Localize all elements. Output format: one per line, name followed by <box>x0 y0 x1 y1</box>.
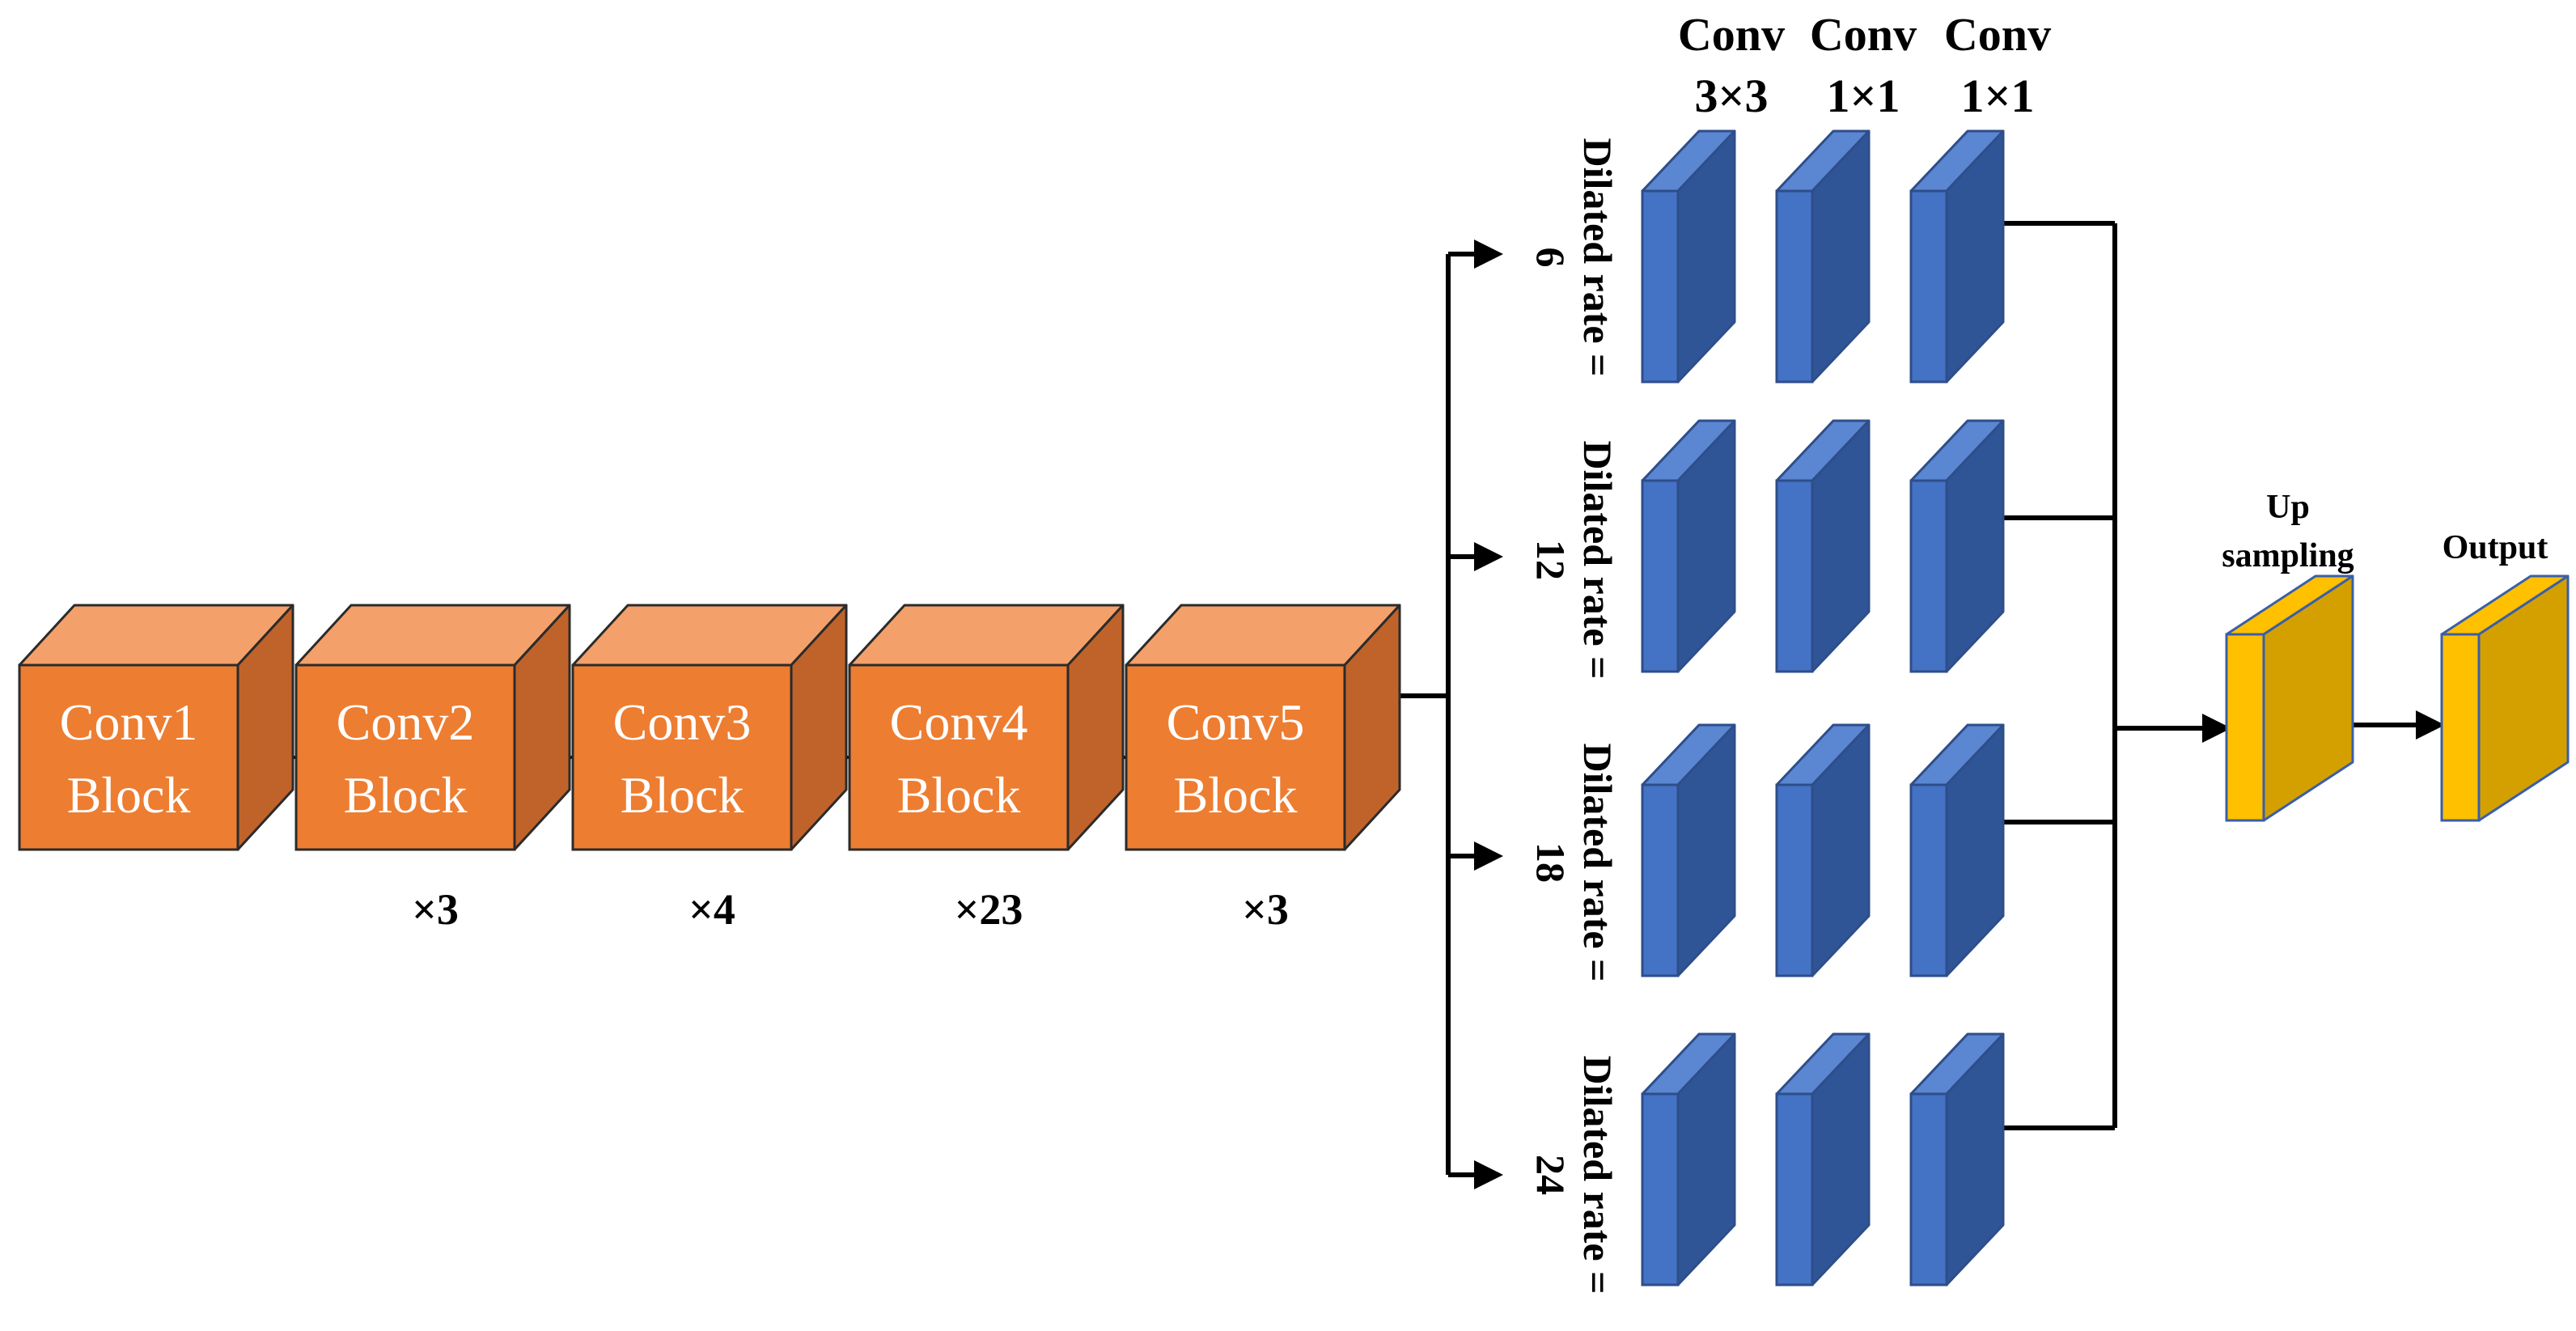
aspp-slab-r1-c1-front-face <box>1641 189 1680 384</box>
block-label-conv3: Conv3 <box>613 693 752 751</box>
upsampling-slab <box>2225 574 2354 822</box>
backbone-block-4 <box>848 604 1125 851</box>
repeat-label-conv2: ×3 <box>412 885 459 934</box>
aspp-slab-r3-c3 <box>1909 723 2005 977</box>
aspp-slab-r1-c2 <box>1775 129 1871 384</box>
column-header-conv1x1-a-size: 1×1 <box>1826 70 1900 122</box>
dilated-rate-label-12: Dilated rate = 12 <box>1528 440 1621 679</box>
column-header-conv1x1-b-size: 1×1 <box>1960 70 2034 122</box>
aspp-slab-r4-c1 <box>1641 1032 1736 1286</box>
block-label-conv5: Conv5 <box>1167 693 1305 751</box>
backbone-block-1 <box>18 604 294 851</box>
block-sublabel-conv4: Block <box>897 766 1021 824</box>
aspp-slab-r3-c2-front-face <box>1775 783 1814 977</box>
column-header-conv3x3: Conv <box>1678 8 1785 61</box>
aspp-slab-r2-c1 <box>1641 419 1736 673</box>
block-label-conv4: Conv4 <box>890 693 1028 751</box>
aspp-slab-r4-c3 <box>1909 1032 2005 1286</box>
dilated-rate-text: Dilated rate = <box>1575 138 1621 376</box>
aspp-slab-r4-c3-front-face <box>1909 1092 1948 1286</box>
backbone-block-3-front-face <box>571 663 793 851</box>
block-sublabel-conv5: Block <box>1174 766 1298 824</box>
dilated-rate-text: Dilated rate = <box>1575 743 1621 981</box>
dilated-rate-value: 12 <box>1528 540 1574 580</box>
backbone-block-5 <box>1125 604 1401 851</box>
column-header-conv1x1-b: Conv <box>1944 8 2051 61</box>
dilated-rate-value: 6 <box>1528 248 1574 268</box>
repeat-label-conv4: ×23 <box>955 885 1023 934</box>
upsampling-label: Up <box>2266 489 2310 526</box>
aspp-slab-r3-c1 <box>1641 723 1736 977</box>
aspp-slab-r3-c1-front-face <box>1641 783 1680 977</box>
aspp-slab-r4-c2-front-face <box>1775 1092 1814 1286</box>
backbone-block-4-front-face <box>848 663 1070 851</box>
dilated-rate-label-24: Dilated rate = 24 <box>1528 1055 1621 1294</box>
column-header-conv3x3-size: 3×3 <box>1694 70 1768 122</box>
backbone-block-3 <box>571 604 848 851</box>
backbone-block-5-front-face <box>1125 663 1346 851</box>
dilated-rate-label-18: Dilated rate = 18 <box>1528 743 1621 981</box>
aspp-slab-r1-c3-front-face <box>1909 189 1948 384</box>
upsampling-sublabel: sampling <box>2222 537 2354 574</box>
repeat-label-conv3: ×4 <box>688 885 735 934</box>
aspp-slab-r2-c3-front-face <box>1909 479 1948 673</box>
dilated-rate-value: 24 <box>1528 1155 1574 1195</box>
diagram-labels: Conv1 Block Conv2 Block Conv3 Block Conv… <box>60 8 2548 1295</box>
aspp-slab-r2-c3 <box>1909 419 2005 673</box>
dilated-rate-text: Dilated rate = <box>1575 1055 1621 1294</box>
dilated-rate-value: 18 <box>1528 842 1574 883</box>
output-slab-front-face <box>2440 633 2481 822</box>
block-label-conv2: Conv2 <box>337 693 475 751</box>
output-slab <box>2440 574 2570 822</box>
aspp-slab-r4-c1-front-face <box>1641 1092 1680 1286</box>
aspp-slab-r2-c1-front-face <box>1641 479 1680 673</box>
dilated-rate-text: Dilated rate = <box>1575 440 1621 679</box>
upsampling-slab-front-face <box>2225 633 2265 822</box>
aspp-slab-r2-c2 <box>1775 419 1871 673</box>
output-label: Output <box>2443 529 2548 566</box>
block-sublabel-conv2: Block <box>344 766 468 824</box>
aspp-slab-r2-c2-front-face <box>1775 479 1814 673</box>
column-header-conv1x1-a: Conv <box>1810 8 1917 61</box>
aspp-slab-r4-c2 <box>1775 1032 1871 1286</box>
block-sublabel-conv1: Block <box>67 766 191 824</box>
backbone-block-2-front-face <box>294 663 516 851</box>
repeat-label-conv5: ×3 <box>1242 885 1289 934</box>
aspp-slab-r1-c1 <box>1641 129 1736 384</box>
aspp-slab-r3-c2 <box>1775 723 1871 977</box>
block-label-conv1: Conv1 <box>60 693 198 751</box>
aspp-slab-r1-c2-front-face <box>1775 189 1814 384</box>
aspp-slab-r1-c3 <box>1909 129 2005 384</box>
aspp-slab-r3-c3-front-face <box>1909 783 1948 977</box>
block-sublabel-conv3: Block <box>621 766 744 824</box>
backbone-block-2 <box>294 604 571 851</box>
dilated-rate-label-6: Dilated rate = 6 <box>1528 138 1621 376</box>
diagram-shapes <box>18 129 2570 1286</box>
backbone-block-1-front-face <box>18 663 239 851</box>
